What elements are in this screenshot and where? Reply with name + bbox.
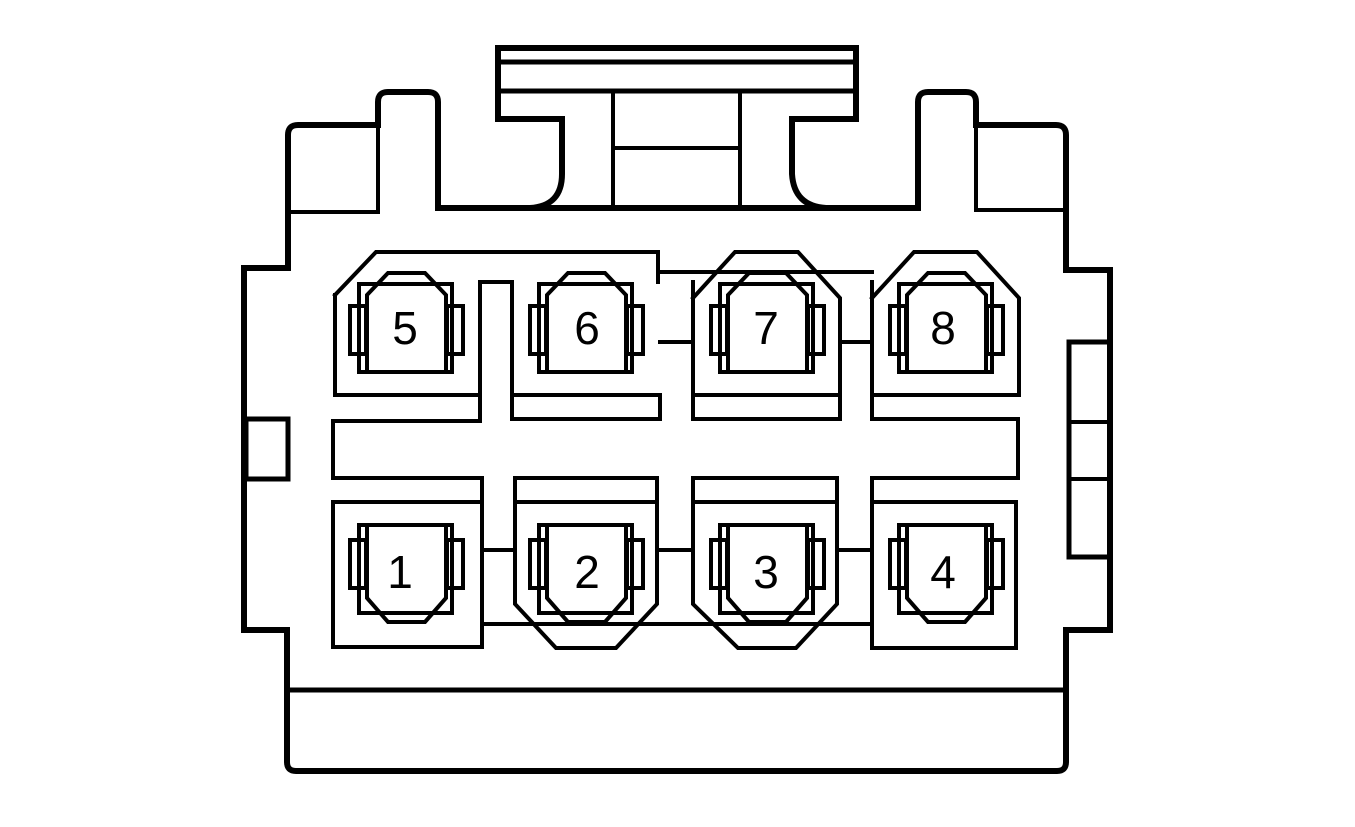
pin-5-terminal [348, 271, 465, 374]
pin-1-label: 1 [387, 546, 413, 598]
pin-4-label: 4 [930, 546, 956, 598]
pin-2-terminal [528, 523, 645, 624]
pin-4-cavity: 4 [870, 496, 1018, 650]
pin-6-cavity: 6 [510, 271, 645, 397]
pin-1-cavity: 1 [331, 500, 484, 649]
pin-5-label: 5 [392, 302, 418, 354]
pin-8-cavity: 8 [869, 250, 1021, 397]
pin-3-cavity: 3 [691, 496, 839, 650]
pin-5-cavity: 5 [332, 250, 662, 421]
left-side-tab [243, 416, 291, 482]
row-divider [331, 270, 1020, 626]
pin-2-cavity: 2 [513, 496, 659, 650]
pin-8-terminal [888, 271, 1005, 374]
pin-3-terminal [709, 523, 826, 624]
pin-7-label: 7 [753, 302, 779, 354]
pin-6-terminal [528, 271, 645, 374]
pin-4-terminal [888, 523, 1005, 624]
pin-7-terminal [709, 271, 826, 374]
pin-2-label: 2 [574, 546, 600, 598]
connector-housing [241, 45, 1113, 774]
pin-8-label: 8 [930, 302, 956, 354]
pin-3-label: 3 [753, 546, 779, 598]
pin-6-label: 6 [574, 302, 600, 354]
pin-7-cavity: 7 [690, 250, 842, 421]
pin-1-terminal [348, 523, 465, 624]
